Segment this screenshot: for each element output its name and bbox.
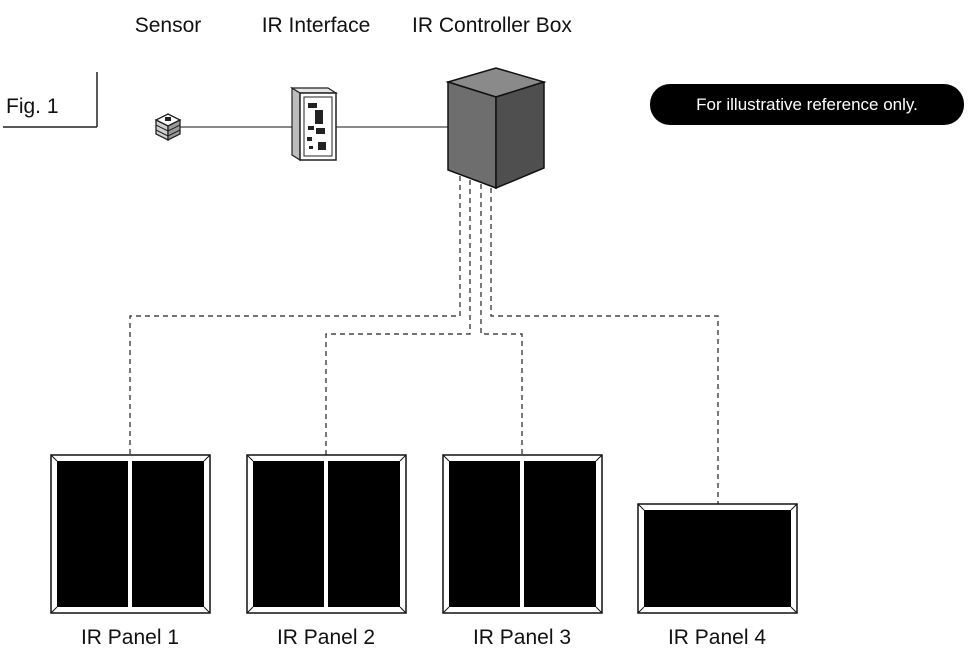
ir-panel-2 [246, 454, 407, 614]
note-badge: For illustrative reference only. [650, 84, 964, 125]
ir-interface-label: IR Interface [262, 14, 371, 37]
panel-2-label: IR Panel 2 [277, 626, 375, 649]
figure-label-text: Fig. 1 [6, 95, 59, 118]
panel-1-label: IR Panel 1 [81, 626, 179, 649]
figure-label: Fig. 1 [3, 72, 98, 128]
controller-box-label: IR Controller Box [412, 14, 572, 37]
ir-panel-3 [442, 454, 603, 614]
cable-panel-2 [325, 180, 471, 455]
ir-panel-4 [637, 503, 798, 614]
panel-cables [129, 176, 719, 504]
cable-panel-1 [129, 176, 461, 455]
controller-box-icon [445, 67, 547, 190]
panel-3-label: IR Panel 3 [473, 626, 571, 649]
panel-4-label: IR Panel 4 [668, 626, 766, 649]
ir-panel-1 [50, 454, 211, 614]
note-text: For illustrative reference only. [696, 95, 918, 114]
cable-panel-4 [490, 188, 719, 504]
sensor-icon [154, 113, 182, 142]
cable-panel-3 [480, 184, 523, 455]
ir-interface-icon [289, 86, 339, 162]
sensor-label: Sensor [135, 14, 202, 37]
